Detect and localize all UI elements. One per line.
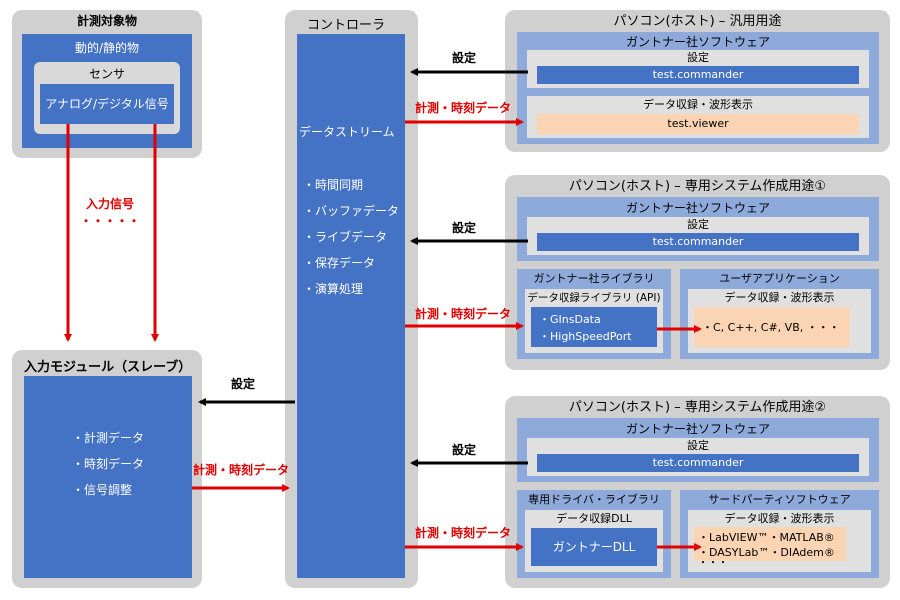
pc2-settings-arrow-label: 設定 [452,221,477,235]
pc1-settings-label: 設定 [687,51,709,64]
controller-item-3: ・保存データ [303,256,376,270]
pc2-software-title: ガントナー社ソフトウェア [625,201,770,215]
pc1-software-panel: ガントナー社ソフトウェア 設定 test.commander データ収録・波形表… [517,32,879,144]
pc2-user-app-langs-box: ・C, C++, C#, VB, ・・・ [694,307,850,347]
pc3-third-panel: サードパーティソフトウェア データ収録・波形表示 ・LabVIEW™・MATLA… [680,490,879,578]
object-type-label: 動的/静的物 [74,41,140,55]
pc3-settings-label: 設定 [687,439,709,452]
pc3-driver-panel: 専用ドライバ・ライブラリ データ収録DLL ガントナーDLL [517,490,671,578]
input-signal-dots: ・・・・・ [79,214,140,228]
pc2-api-item-0: ・GInsData [539,313,601,326]
pc3-third-sub: データ収録・波形表示 [724,512,835,525]
sensor-box: センサ アナログ/デジタル信号 [34,62,180,134]
controller-panel: データストリーム ・時間同期 ・バッファデータ ・ライブデータ ・保存データ ・… [297,34,405,578]
data-stream-label: データストリーム [299,125,395,139]
pc3-third-list: ・LabVIEW™・MATLAB® ・DASYLab™・DIAdem® [694,527,846,561]
pc2-user-app-panel: ユーザアプリケーション データ収録・波形表示 ・C, C++, C#, VB, … [680,269,879,359]
pc2-box: パソコン(ホスト) – 専用システム作成用途① ガントナー社ソフトウェア 設定 … [505,175,890,370]
pc2-commander: test.commander [537,233,859,251]
pc1-title: パソコン(ホスト) – 汎用用途 [613,14,782,29]
measured-object-title: 計測対象物 [76,14,137,28]
pc2-data-arrow-label: 計測・時刻データ [415,307,512,321]
pc2-settings-box: 設定 test.commander [527,217,869,255]
pc2-user-app-title: ユーザアプリケーション [719,272,840,285]
measured-object-box: 計測対象物 動的/静的物 センサ アナログ/デジタル信号 [12,10,202,158]
pc2-api-list: ・GInsData ・HighSpeedPort [531,307,657,347]
pc1-settings-box: 設定 test.commander [527,50,869,88]
pc1-software-title: ガントナー社ソフトウェア [625,35,770,49]
input-module-box: 入力モジュール（スレーブ） ・計測データ ・時刻データ ・信号調整 [12,350,202,588]
pc1-box: パソコン(ホスト) – 汎用用途 ガントナー社ソフトウェア 設定 test.co… [505,10,890,152]
pc3-software-panel: ガントナー社ソフトウェア 設定 test.commander [517,418,879,482]
sensor-label: センサ [88,67,125,81]
pc3-box: パソコン(ホスト) – 専用システム作成用途② ガントナー社ソフトウェア 設定 … [505,396,890,588]
pc3-third-item-2: ・・・ [698,558,728,569]
pc3-software-title: ガントナー社ソフトウェア [625,422,770,436]
input-item-1: ・時刻データ [72,457,145,471]
pc2-user-app-langs: ・C, C++, C#, VB, ・・・ [702,321,840,334]
input-module-title: 入力モジュール（スレーブ） [24,360,192,375]
pc1-viewer-title: データ収録・波形表示 [643,98,753,111]
pc2-api-title: データ収録ライブラリ (API) [527,292,661,304]
pc3-commander: test.commander [537,454,859,472]
pc2-title: パソコン(ホスト) – 専用システム作成用途① [568,179,827,194]
controller-item-1: ・バッファデータ [303,204,400,218]
pc3-data-arrow-label: 計測・時刻データ [415,526,512,540]
pc3-settings-arrow-label: 設定 [452,443,477,457]
pc3-title: パソコン(ホスト) – 専用システム作成用途② [568,400,827,415]
pc2-settings-label: 設定 [687,218,709,231]
pc3-dll-box: データ収録DLL ガントナーDLL [525,510,663,572]
pc1-settings-arrow-label: 設定 [452,51,477,65]
pc3-settings-box: 設定 test.commander [527,438,869,476]
pc2-api-item-1: ・HighSpeedPort [539,330,632,343]
controller-box: コントローラ データストリーム ・時間同期 ・バッファデータ ・ライブデータ ・… [285,10,418,588]
controller-item-4: ・演算処理 [303,282,364,296]
pc2-user-app-box: データ収録・波形表示 ・C, C++, C#, VB, ・・・ [688,289,871,353]
pc1-viewer: test.viewer [537,114,859,134]
input-item-0: ・計測データ [72,431,145,445]
input-module-panel: ・計測データ ・時刻データ ・信号調整 [24,376,192,578]
signal-box: アナログ/デジタル信号 [40,84,174,124]
pc2-api-box: データ収録ライブラリ (API) ・GInsData ・HighSpeedPor… [525,289,663,353]
pc1-viewer-box: データ収録・波形表示 test.viewer [527,96,869,138]
pc3-third-item-0: ・LabVIEW™・MATLAB® [698,531,835,544]
pc2-user-app-sub: データ収録・波形表示 [724,291,835,304]
input-item-2: ・信号調整 [72,483,133,497]
input-signal-label: 入力信号 [85,197,134,211]
pc2-library-title: ガントナー社ライブラリ [533,272,655,285]
pc3-driver-title: 専用ドライバ・ライブラリ [528,493,660,506]
module-data-label: 計測・時刻データ [193,463,290,477]
pc3-third-box: データ収録・波形表示 ・LabVIEW™・MATLAB® ・DASYLab™・D… [688,510,871,572]
pc3-third-title: サードパーティソフトウェア [708,493,851,506]
module-settings-label: 設定 [231,377,256,391]
controller-title: コントローラ [307,18,386,33]
pc3-third-item-1: ・DASYLab™・DIAdem® [698,546,835,559]
controller-item-0: ・時間同期 [303,178,364,192]
pc3-dll-title: データ収録DLL [556,512,632,525]
pc2-software-panel: ガントナー社ソフトウェア 設定 test.commander [517,197,879,261]
pc2-library-panel: ガントナー社ライブラリ データ収録ライブラリ (API) ・GInsData ・… [517,269,671,359]
pc3-dll: ガントナーDLL [531,528,657,566]
controller-item-2: ・ライブデータ [303,230,388,244]
pc1-data-arrow-label: 計測・時刻データ [415,101,512,115]
object-type-panel: 動的/静的物 センサ アナログ/デジタル信号 [22,34,192,148]
pc1-commander: test.commander [537,66,859,84]
